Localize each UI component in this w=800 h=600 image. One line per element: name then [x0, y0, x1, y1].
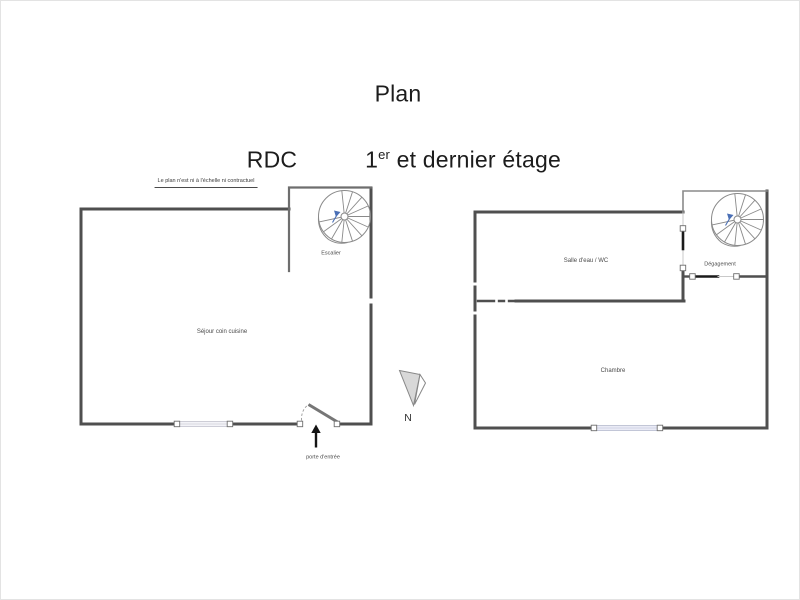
- floor-title-etage-ordinal: er: [378, 146, 391, 162]
- room-label-sejour: Séjour coin cuisine: [196, 329, 248, 335]
- room-label-salle-eau: Salle d'eau / WC: [563, 258, 609, 264]
- etage-window: [590, 424, 664, 432]
- etage-stair-alcove-walls: [682, 190, 768, 213]
- entrance-direction-arrow-icon: [311, 424, 321, 448]
- wall: [682, 190, 768, 213]
- room-label-degagement: Dégagement: [704, 261, 736, 268]
- door-leaf: [307, 403, 339, 424]
- etage-plan: [473, 189, 769, 432]
- room-label-escalier: Escalier: [321, 250, 341, 257]
- entrance-door: [296, 403, 341, 428]
- wall: [287, 186, 373, 273]
- floor-title-etage-text: et dernier étage: [390, 146, 561, 173]
- rdc-plan: [79, 186, 373, 448]
- wall: [79, 207, 291, 426]
- spiral-staircase-icon: [710, 192, 765, 247]
- north-arrow-icon: [398, 369, 427, 408]
- etage-vertical-door-wall: [679, 212, 687, 303]
- door-swing-arc: [301, 404, 309, 421]
- etage-outer-walls: [473, 189, 769, 430]
- north-label: N: [404, 411, 412, 424]
- entrance-door-label: porte d'entrée: [306, 454, 340, 461]
- room-label-chambre: Chambre: [600, 368, 626, 374]
- degagement-door-wall: [681, 273, 769, 280]
- rdc-outer-walls: [79, 186, 373, 426]
- scale-disclaimer: Le plan n'est ni à l'échelle ni contract…: [154, 178, 258, 188]
- floor-title-etage: 1er et dernier étage: [365, 146, 561, 173]
- rdc-stair-alcove-walls: [287, 186, 373, 273]
- floor-title-rdc: RDC: [246, 146, 298, 173]
- rdc-window: [173, 420, 234, 428]
- spiral-staircase-icon: [317, 189, 372, 244]
- floor-title-etage-number: 1: [365, 146, 379, 173]
- page-title: Plan: [374, 80, 422, 107]
